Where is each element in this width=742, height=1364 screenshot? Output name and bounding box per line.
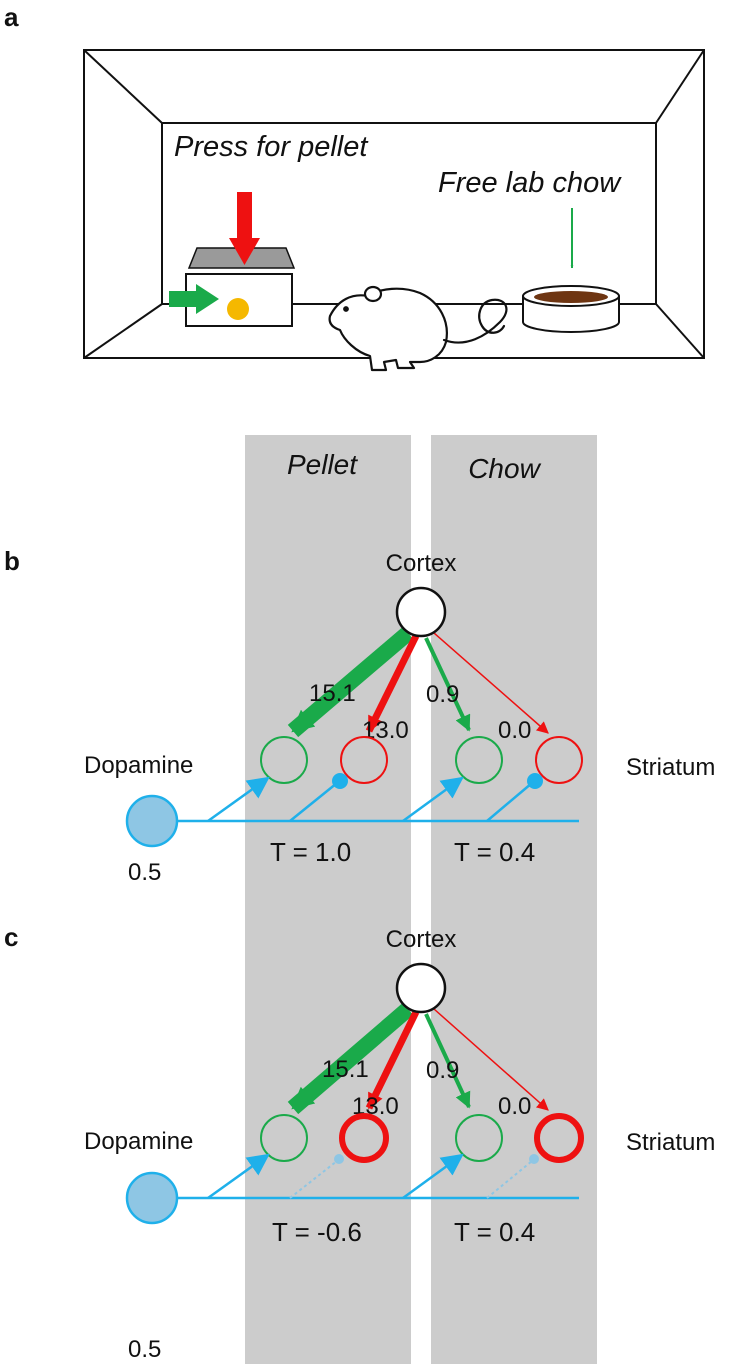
pellet-green-striatum-node	[260, 1114, 308, 1162]
chow-red-projection	[433, 632, 549, 734]
chow-threshold: T = 0.4	[454, 837, 535, 867]
chow-inhibitory-synapse	[527, 773, 543, 789]
pellet-delivery-arrow	[169, 284, 219, 314]
panel-b: b Cortex 15.1 13.0 0.9 0.0 Striatum Dopa…	[4, 546, 715, 886]
panel-c: c Cortex 15.1 13.0 0.9 0.0 Striatum Dopa…	[4, 922, 715, 1363]
dopamine-label: Dopamine	[84, 1128, 193, 1155]
chow-green-weight: 0.9	[426, 681, 459, 708]
mouse-drawing	[328, 285, 508, 372]
dopamine-label: Dopamine	[84, 752, 193, 779]
pellet-red-projection	[365, 1010, 420, 1110]
lever-box	[185, 247, 296, 327]
pellet-threshold: T = 1.0	[270, 837, 351, 867]
pellet-dot	[227, 298, 249, 320]
pellet-green-weight: 15.1	[322, 1056, 369, 1083]
chow-green-weight: 0.9	[426, 1057, 459, 1084]
chow-red-striatum-node	[534, 1113, 584, 1163]
dopamine-value: 0.5	[128, 1336, 161, 1363]
panel-c-letter: c	[4, 922, 18, 952]
cortex-node	[395, 586, 447, 638]
panel-a-letter: a	[4, 2, 19, 32]
dopamine-value: 0.5	[128, 859, 161, 886]
pellet-weak-synapse	[334, 1154, 344, 1164]
pellet-column-title: Pellet	[287, 449, 358, 480]
pellet-column	[245, 435, 411, 1364]
chow-bowl	[522, 285, 620, 333]
pellet-green-striatum-node	[260, 736, 308, 784]
pellet-green-projection	[287, 1002, 414, 1115]
chow-column-title: Chow	[468, 453, 541, 484]
chow-red-projection	[433, 1008, 549, 1111]
chow-red-weight: 0.0	[498, 1093, 531, 1120]
chow-weak-synapse	[529, 1154, 539, 1164]
dopamine-node	[125, 1171, 179, 1225]
chow-red-striatum-node	[535, 736, 583, 784]
panel-b-letter: b	[4, 546, 20, 576]
striatum-label: Striatum	[626, 754, 715, 781]
cortex-node	[395, 962, 447, 1014]
chow-green-projection	[424, 1013, 471, 1109]
pellet-green-projection	[287, 626, 414, 738]
free-lab-chow-label: Free lab chow	[438, 167, 622, 199]
pellet-red-striatum-node	[340, 736, 388, 784]
press-arrow	[229, 192, 260, 265]
pellet-threshold: T = -0.6	[272, 1217, 362, 1247]
cortex-label: Cortex	[386, 550, 457, 577]
dopamine-pathways	[177, 1153, 579, 1200]
cortex-label: Cortex	[386, 926, 457, 953]
chow-green-projection	[424, 637, 471, 732]
chow-column	[431, 435, 597, 1364]
chow-green-striatum-node	[455, 1114, 503, 1162]
pellet-red-projection	[365, 634, 420, 733]
pellet-red-striatum-node	[339, 1113, 389, 1163]
pellet-inhibitory-synapse	[332, 773, 348, 789]
chow-red-weight: 0.0	[498, 717, 531, 744]
chow-threshold: T = 0.4	[454, 1217, 535, 1247]
striatum-label: Striatum	[626, 1129, 715, 1156]
pellet-red-weight: 13.0	[362, 717, 409, 744]
chow-green-striatum-node	[455, 736, 503, 784]
weakened-dopamine-pathways	[289, 1160, 533, 1199]
chow-food	[534, 291, 608, 303]
press-for-pellet-label: Press for pellet	[174, 131, 369, 163]
pellet-green-weight: 15.1	[309, 680, 356, 707]
dopamine-pathways	[177, 776, 579, 823]
dopamine-node	[125, 794, 179, 848]
